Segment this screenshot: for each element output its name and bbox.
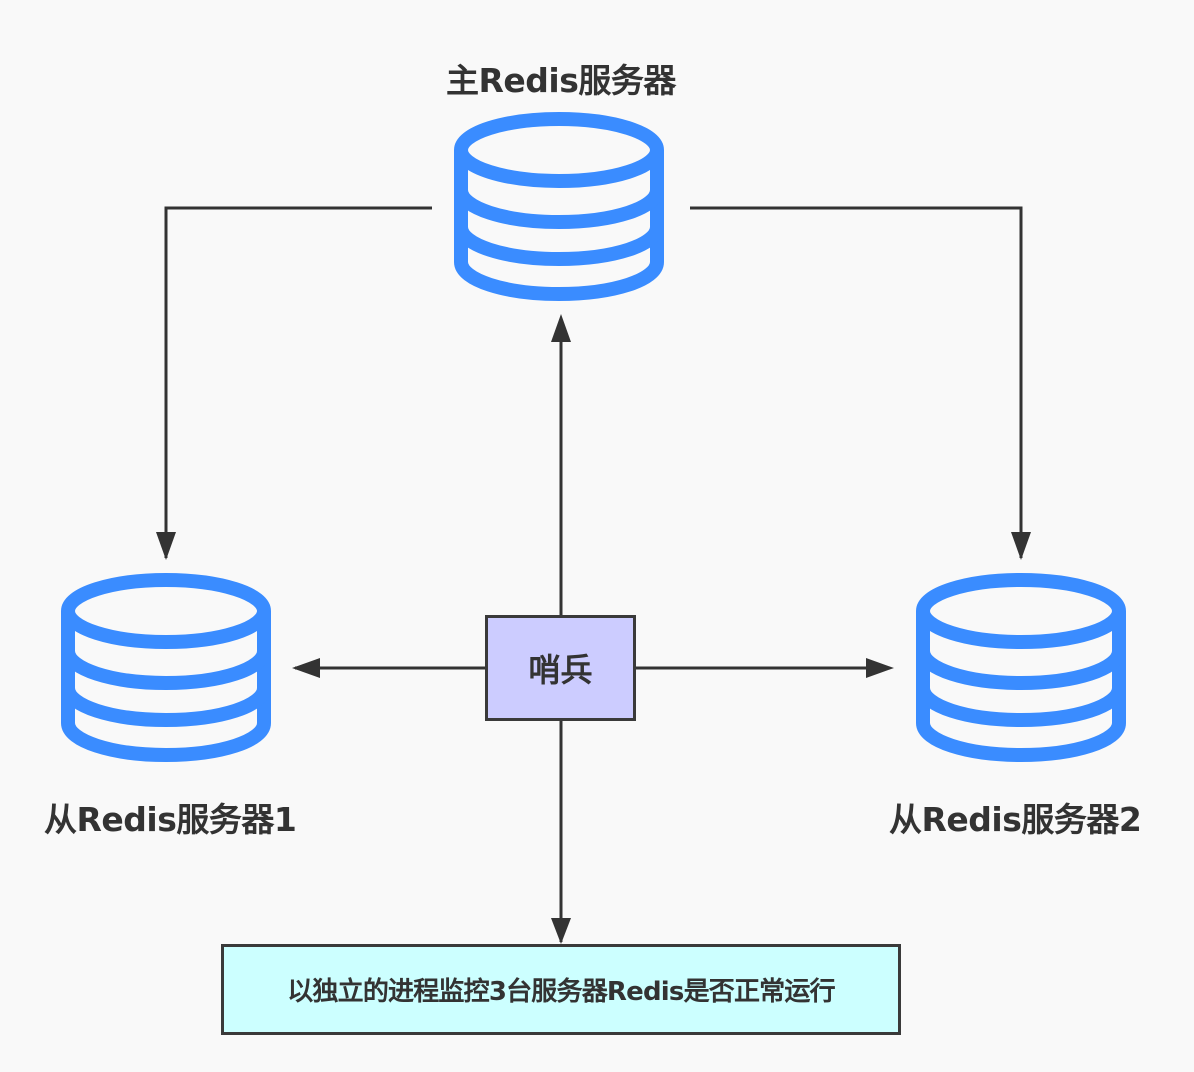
sentinel-label: 哨兵 xyxy=(528,651,593,689)
arrowhead-right-slave2 xyxy=(866,658,894,678)
slave2-server-label: 从Redis服务器2 xyxy=(889,800,1142,839)
arrowhead-down-slave2 xyxy=(1011,532,1031,560)
note-box[interactable]: 以独立的进程监控3台服务器Redis是否正常运行 xyxy=(221,944,901,1035)
database-icon[interactable] xyxy=(916,573,1126,762)
sentinel-node[interactable]: 哨兵 xyxy=(485,615,636,721)
arrowhead-left-slave1 xyxy=(292,658,320,678)
note-label: 以独立的进程监控3台服务器Redis是否正常运行 xyxy=(287,977,835,1007)
arrowhead-down-slave1 xyxy=(156,532,176,560)
database-icon[interactable] xyxy=(454,112,664,301)
master-server-label: 主Redis服务器 xyxy=(446,61,676,100)
arrowhead-down-note xyxy=(551,918,571,944)
database-icon[interactable] xyxy=(61,573,271,762)
slave1-server-label: 从Redis服务器1 xyxy=(44,800,297,839)
edge-master-to-slave1 xyxy=(164,206,432,558)
edge-master-to-slave2 xyxy=(690,206,1023,558)
arrowhead-up-master xyxy=(551,314,571,342)
